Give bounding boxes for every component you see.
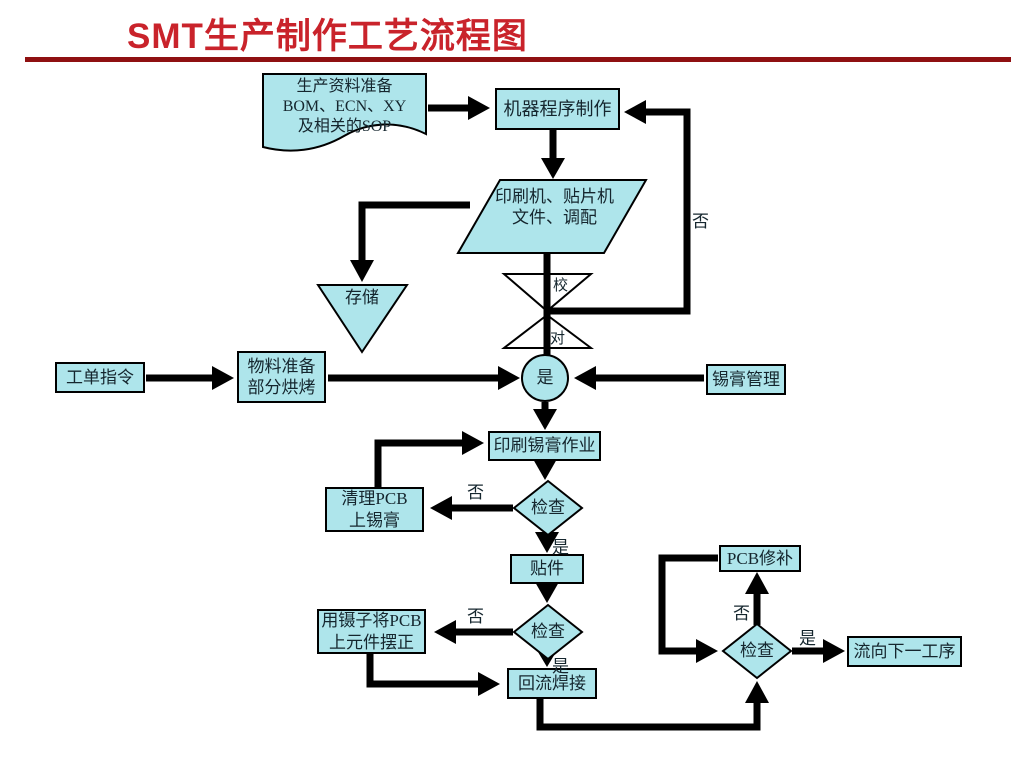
connector-lines (146, 104, 823, 731)
node-label-line2: 上元件摆正 (329, 632, 414, 652)
branch-label-yes-3: 是 (799, 629, 816, 648)
branch-label-no-2: 否 (467, 607, 484, 626)
branch-label-no-feedback: 否 (692, 212, 709, 231)
triangle-storage (316, 284, 409, 354)
branch-label-yes-2: 是 (552, 657, 569, 676)
arrowhead-right-icon (212, 366, 234, 390)
node-label: 印刷锡膏作业 (493, 436, 596, 456)
circle-yes-junction (521, 354, 569, 402)
node-label: 贴件 (530, 559, 564, 579)
parallelogram-printer-mounter (456, 179, 648, 254)
edge-cleanpcb-to-print (374, 439, 464, 487)
node-tweezer-fix: 用镊子将PCB 上元件摆正 (317, 609, 426, 654)
node-label: 流向下一工序 (853, 641, 956, 661)
document-shape-data-prep (262, 73, 427, 152)
node-label-line1: 物料准备 (247, 356, 316, 376)
edge-repair-to-inspect3 (658, 554, 718, 655)
node-next-process: 流向下一工序 (847, 636, 962, 667)
node-label: PCB修补 (726, 548, 794, 568)
node-solder-paste-mgmt: 锡膏管理 (706, 364, 786, 395)
edge-no-feedback-to-machine (547, 108, 691, 315)
arrowhead-left-icon (624, 100, 646, 124)
arrowhead-down-icon (535, 532, 559, 553)
arrowhead-down-icon (533, 459, 557, 480)
arrowhead-right-icon (462, 431, 484, 455)
arrowhead-down-icon (533, 409, 557, 430)
node-label-line2: 部分烘烤 (247, 378, 316, 397)
arrowhead-right-icon (498, 366, 520, 390)
arrowhead-up-icon (745, 572, 769, 594)
node-clean-pcb: 清理PCB 上锡膏 (325, 487, 424, 532)
branch-label-no-3: 否 (733, 604, 750, 623)
branch-label-yes-1: 是 (552, 538, 569, 557)
node-label-line1: 用镊子将PCB (321, 611, 422, 631)
arrowhead-up-icon (745, 681, 769, 703)
diamond-inspect-1 (512, 479, 584, 537)
arrowhead-down-icon (541, 158, 565, 179)
arrowhead-left-icon (434, 620, 456, 644)
node-reflow-solder: 回流焊接 (507, 668, 597, 699)
edge-reflow-to-inspect3 (536, 697, 761, 731)
diamond-inspect-3 (721, 622, 793, 680)
node-print-solder-paste: 印刷锡膏作业 (488, 431, 601, 461)
arrowhead-right-icon (696, 639, 718, 663)
node-label: 机器程序制作 (503, 98, 612, 119)
node-label-line1: 清理PCB (341, 489, 408, 509)
arrowhead-left-icon (430, 496, 452, 520)
node-place-components: 贴件 (510, 554, 584, 584)
arrowhead-down-icon (535, 582, 559, 603)
arrowhead-right-icon (478, 672, 500, 696)
edge-tweezer-to-reflow (366, 652, 478, 688)
arrowhead-right-icon (823, 639, 845, 663)
node-label: 回流焊接 (518, 673, 586, 693)
edge-parallelogram-to-storage (358, 201, 470, 260)
diamond-inspect-2 (512, 603, 584, 661)
arrowhead-right-icon (468, 96, 490, 120)
node-machine-program: 机器程序制作 (495, 88, 620, 130)
title-underline (25, 57, 1011, 62)
node-material-prep: 物料准备 部分烘烤 (237, 351, 326, 403)
arrowhead-down-icon (350, 260, 374, 282)
node-label: 工单指令 (66, 367, 134, 387)
node-label: 锡膏管理 (712, 369, 780, 389)
node-pcb-repair: PCB修补 (719, 545, 801, 572)
node-label-line2: 上锡膏 (349, 510, 400, 530)
node-work-order: 工单指令 (55, 362, 145, 393)
page-title: SMT生产制作工艺流程图 (127, 17, 528, 56)
branch-label-no-1: 否 (467, 483, 484, 502)
proofread-lower-label: 对 (550, 331, 566, 347)
proofread-upper-label: 校 (553, 278, 569, 294)
arrowhead-left-icon (574, 366, 596, 390)
